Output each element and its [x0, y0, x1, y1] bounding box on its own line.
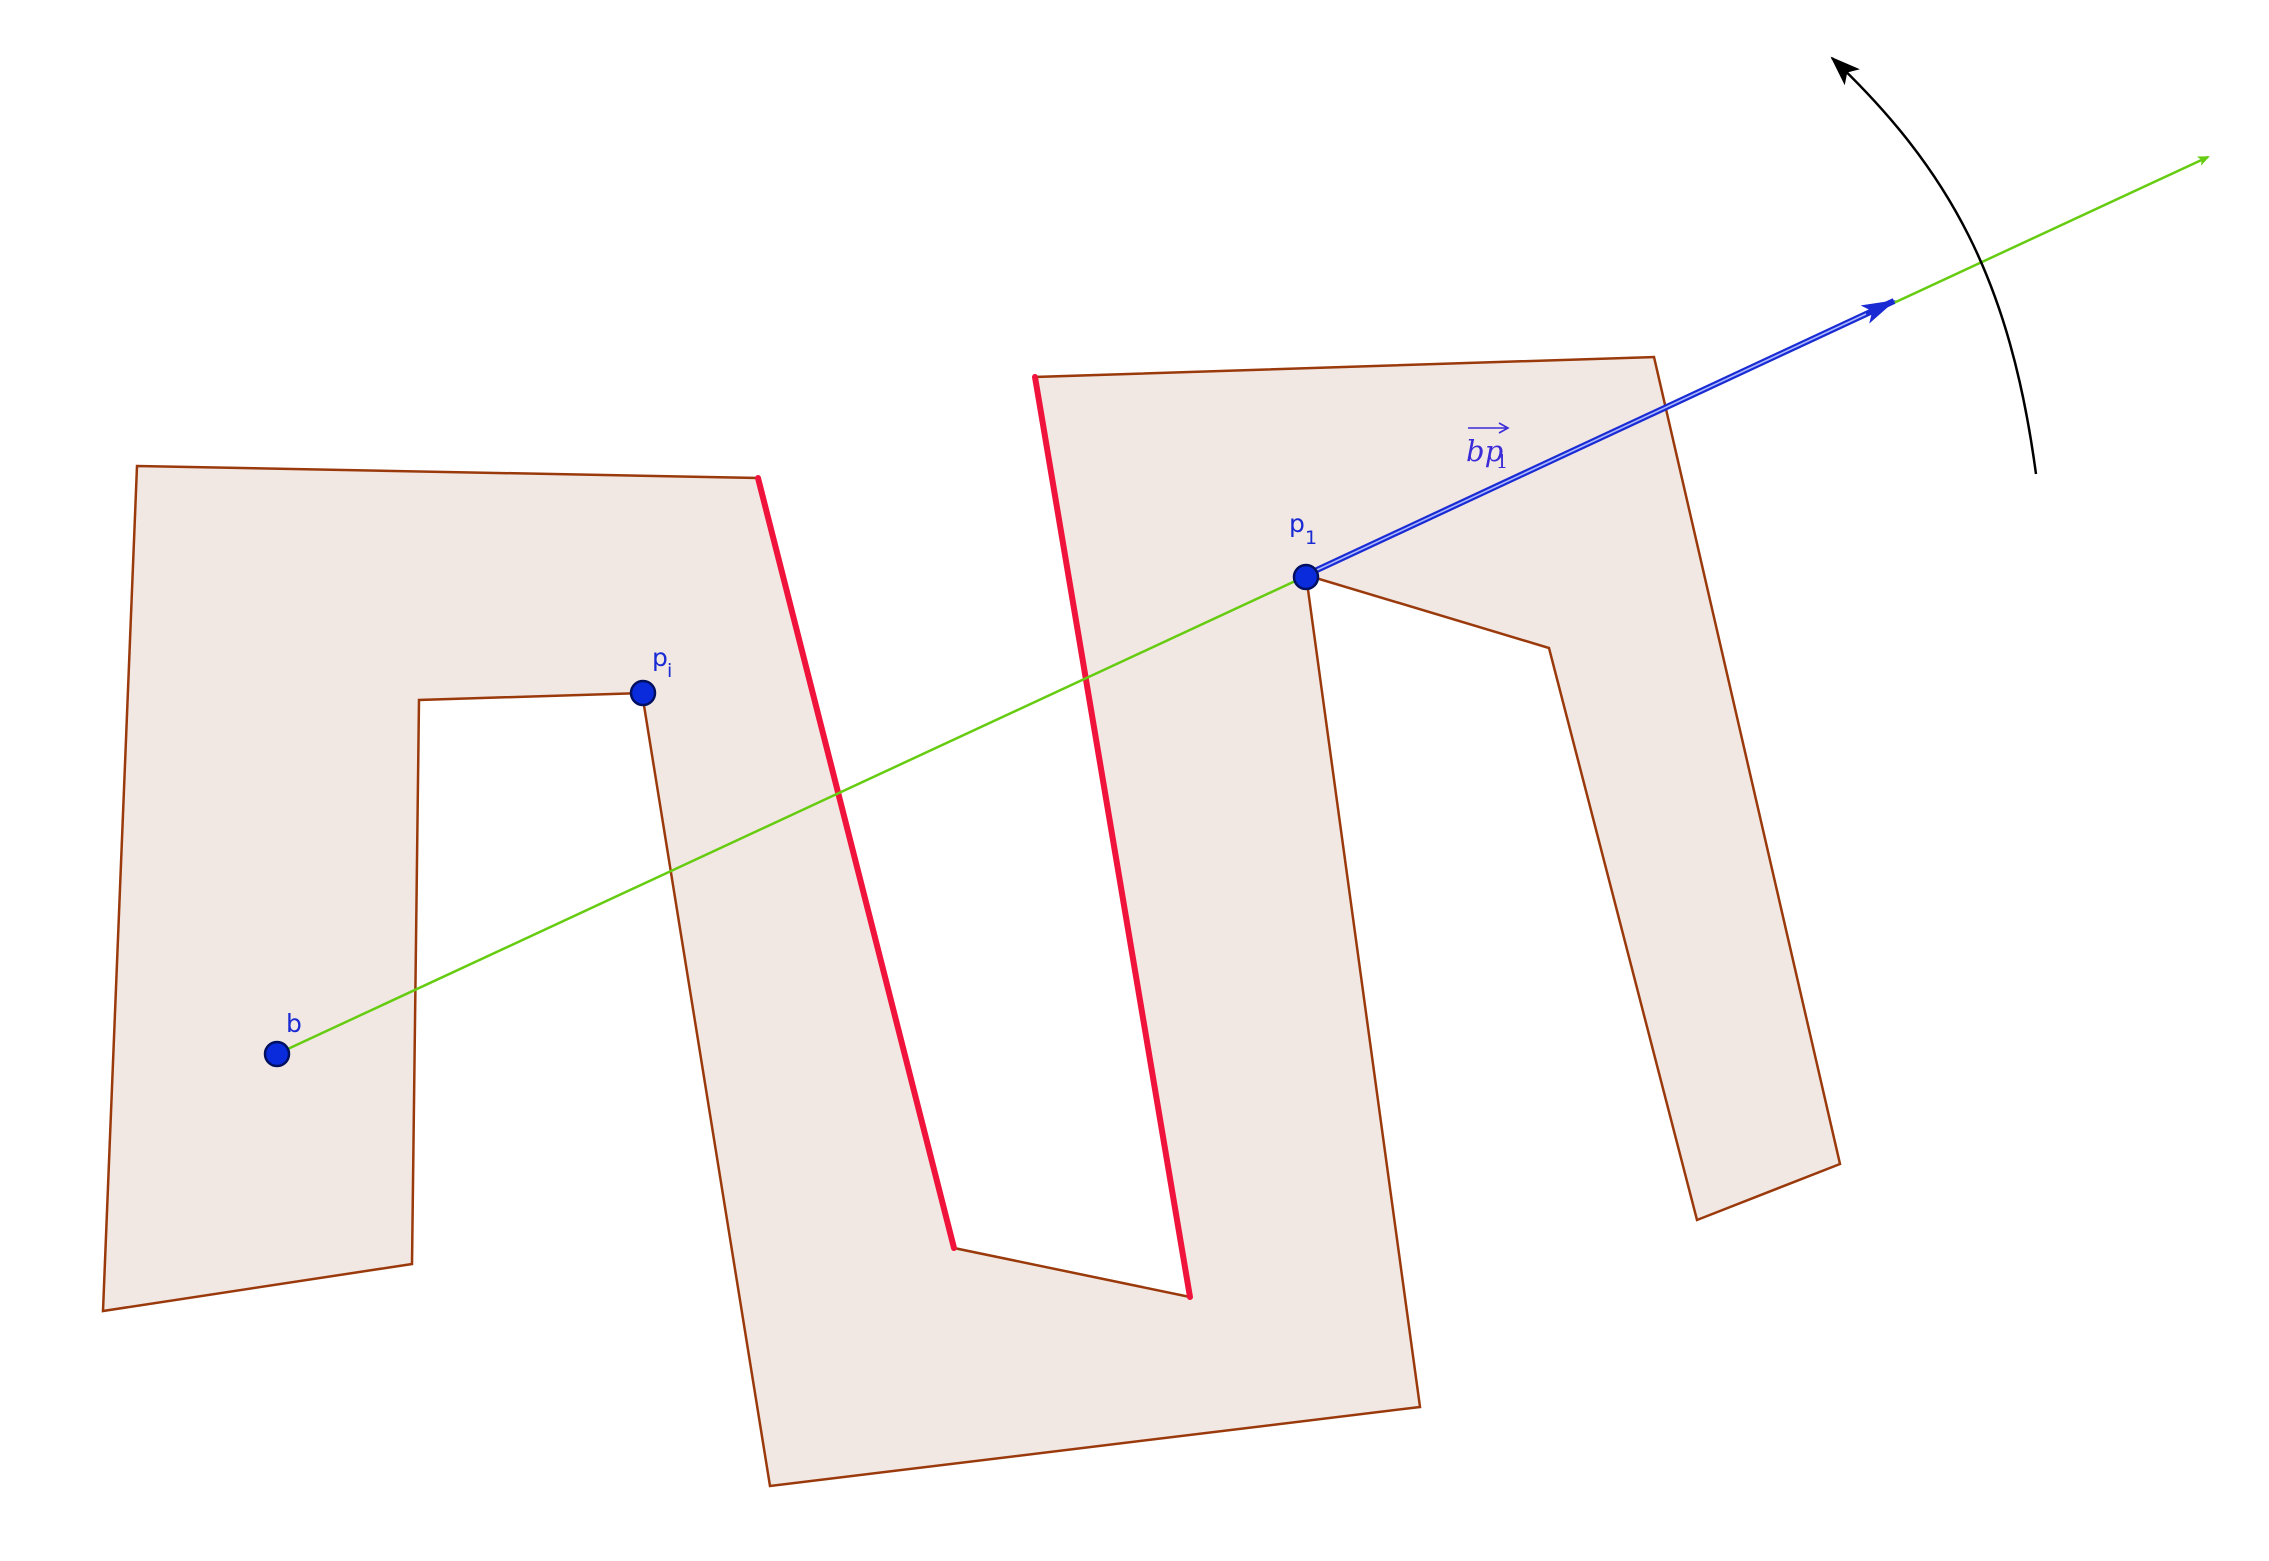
- point-b-label: b: [286, 1009, 302, 1038]
- vector-bp1-highlight: [1303, 313, 1867, 577]
- point-b[interactable]: b: [263, 1009, 302, 1068]
- point-p1[interactable]: p 1: [1289, 509, 1320, 591]
- vector-bp1-label-subscript: 1: [1496, 451, 1508, 473]
- vector-bp1-label-text: bp: [1466, 434, 1503, 468]
- point-p1-subscript: 1: [1305, 527, 1317, 549]
- simple-polygon: [101, 355, 1842, 1488]
- highlighted-edge-right: [1032, 374, 1193, 1300]
- vector-bp1-label: bp 1: [1466, 422, 1510, 473]
- point-pi[interactable]: p i: [629, 643, 672, 707]
- point-pi-subscript: i: [667, 660, 672, 682]
- point-pi-label: p: [652, 643, 668, 672]
- highlighted-edge-left: [755, 475, 957, 1251]
- point-p1-label: p: [1289, 509, 1305, 538]
- rotation-arrow-icon: [1830, 56, 2038, 475]
